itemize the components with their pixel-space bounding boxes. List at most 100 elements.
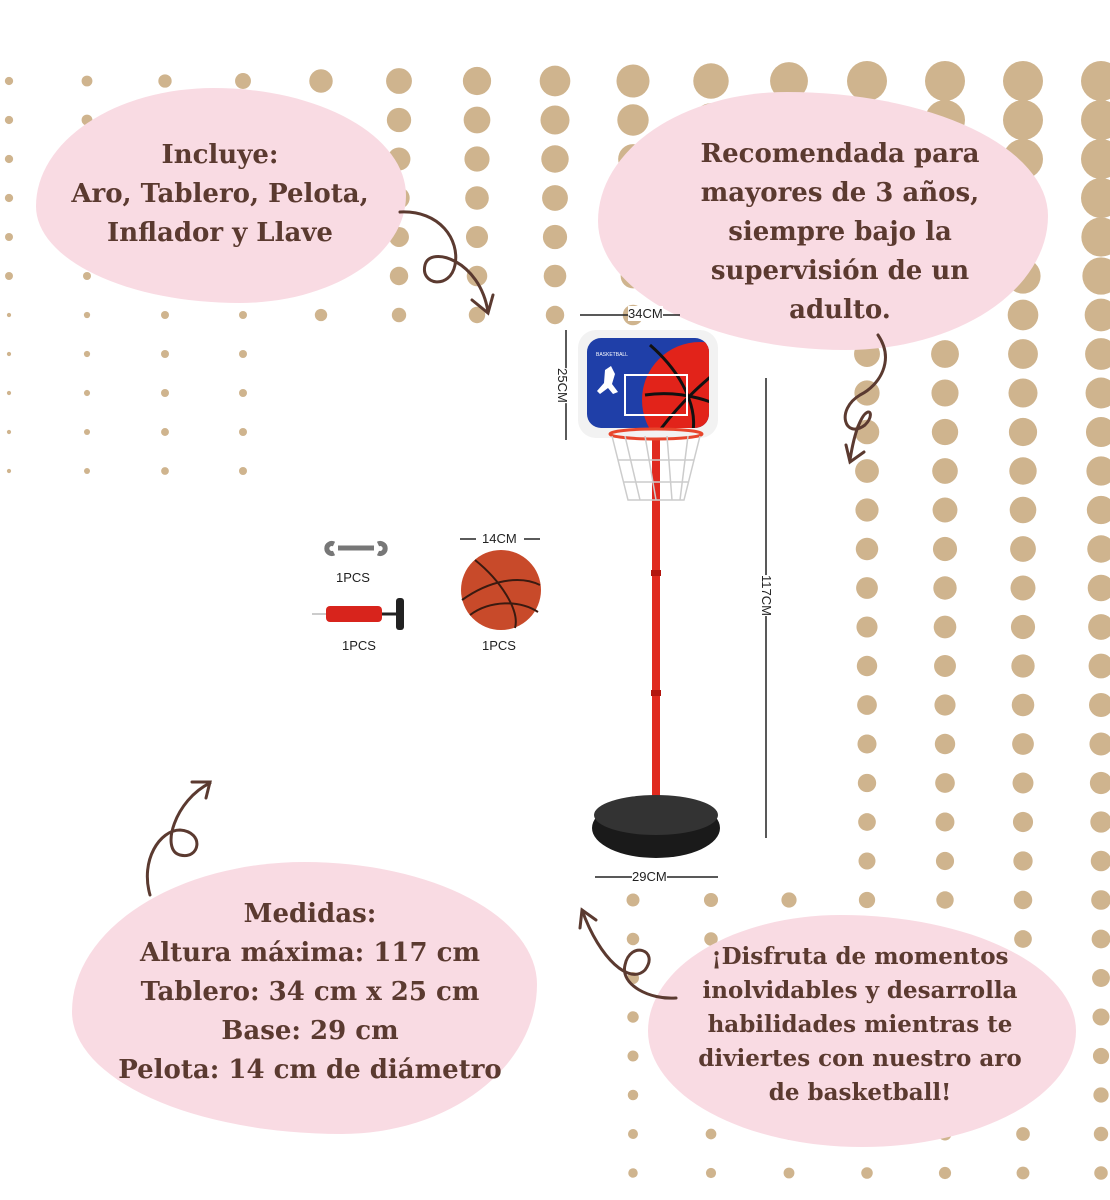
decorative-dot xyxy=(6,312,12,318)
decorative-dot xyxy=(935,812,955,832)
decorative-dot xyxy=(705,1128,717,1140)
backboard-width-label: 34CM xyxy=(628,306,663,321)
decorative-dot xyxy=(934,694,956,716)
decorative-dot xyxy=(83,350,91,358)
base-width-label: 29CM xyxy=(632,869,667,884)
decorative-dot xyxy=(1012,772,1034,794)
decorative-dot xyxy=(1008,339,1038,369)
decorative-dot xyxy=(1085,416,1110,448)
decorative-dot xyxy=(542,224,568,250)
decorative-dot xyxy=(386,107,412,133)
decorative-dot xyxy=(932,458,958,484)
decorative-dot xyxy=(6,468,12,474)
decorative-dot xyxy=(6,351,12,357)
decorative-dot xyxy=(931,379,959,407)
decorative-dot xyxy=(468,306,486,324)
measures-line: Base: 29 cm xyxy=(221,1016,399,1046)
decorative-dot xyxy=(857,695,877,715)
decorative-dot xyxy=(1009,496,1037,524)
decorative-dot xyxy=(781,892,797,908)
decorative-dot xyxy=(239,428,247,436)
age-line: Recomendada para xyxy=(700,139,980,169)
decorative-dot xyxy=(239,467,247,475)
decorative-dot xyxy=(627,1089,639,1101)
decorative-dot xyxy=(1082,257,1110,295)
decorative-dot xyxy=(1016,1166,1030,1180)
decorative-dot xyxy=(936,891,954,909)
enjoy-line: inolvidables y desarrolla xyxy=(702,977,1018,1004)
includes-blob xyxy=(36,88,406,303)
includes-line: Aro, Tablero, Pelota, xyxy=(71,179,369,209)
decorative-dot xyxy=(703,892,719,908)
decorative-dot xyxy=(1012,811,1034,833)
decorative-dot xyxy=(1003,100,1043,140)
pump-qty: 1PCS xyxy=(342,638,376,653)
age-blob xyxy=(598,92,1048,350)
decorative-dot xyxy=(83,272,91,280)
decorative-dot xyxy=(4,154,14,164)
curly-arrow-icon xyxy=(580,908,678,1000)
decorative-dot xyxy=(1084,298,1110,332)
decorative-dot xyxy=(1014,930,1032,948)
decorative-dot xyxy=(1089,732,1110,756)
decorative-dot xyxy=(933,615,957,639)
ball-icon xyxy=(461,550,541,630)
decorative-dot xyxy=(161,467,169,475)
age-text: Recomendada para mayores de 3 años, siem… xyxy=(620,135,1060,330)
decorative-dot xyxy=(309,69,333,93)
decorative-dot xyxy=(770,62,808,100)
enjoy-line: habilidades mientras te xyxy=(707,1011,1013,1038)
decorative-dot xyxy=(1007,299,1039,331)
decorative-dot xyxy=(465,186,489,210)
enjoy-line: de basketball! xyxy=(768,1079,952,1106)
decorative-dot xyxy=(627,1050,639,1062)
curly-arrow-icon xyxy=(843,333,887,462)
decorative-dot xyxy=(1011,693,1035,717)
decorative-dot xyxy=(1081,61,1110,101)
decorative-dot xyxy=(934,733,956,755)
decorative-dot xyxy=(1081,100,1110,140)
decorative-dot xyxy=(161,350,169,358)
decorative-dot xyxy=(1085,338,1110,370)
measures-text: Medidas: Altura máxima: 117 cm Tablero: … xyxy=(90,895,530,1090)
decorative-dot xyxy=(464,146,490,172)
decorative-dot xyxy=(84,468,90,474)
measures-line: Tablero: 34 cm x 25 cm xyxy=(140,977,480,1007)
decorative-dot xyxy=(1087,535,1110,563)
enjoy-blob xyxy=(648,915,1076,1147)
decorative-dot xyxy=(1010,536,1036,562)
decorative-dot xyxy=(239,350,247,358)
decorative-dot xyxy=(1090,811,1110,833)
decorative-dot xyxy=(541,145,569,173)
arrow-head-icon xyxy=(470,293,495,316)
decorative-dot xyxy=(858,891,876,909)
age-line: adulto. xyxy=(789,295,891,325)
ball-qty: 1PCS xyxy=(482,638,516,653)
decorative-dot xyxy=(1008,378,1038,408)
decorative-dot xyxy=(239,389,247,397)
enjoy-text: ¡Disfruta de momentos inolvidables y des… xyxy=(655,940,1065,1110)
curly-arrow-icon xyxy=(398,210,490,314)
includes-heading: Incluye: xyxy=(161,140,279,170)
decorative-dot xyxy=(161,311,169,319)
decorative-dot xyxy=(1087,574,1110,602)
decorative-dot xyxy=(466,265,488,287)
decorative-dot xyxy=(83,311,91,319)
decorative-dot xyxy=(1089,771,1110,795)
decorative-dot xyxy=(847,61,887,101)
decorative-dot xyxy=(1011,654,1035,678)
decorative-dot xyxy=(1088,653,1110,679)
decorative-dot xyxy=(5,233,13,241)
decorative-dot xyxy=(1092,969,1110,987)
measures-line: Altura máxima: 117 cm xyxy=(140,938,480,968)
decorative-dot xyxy=(543,264,567,288)
measures-heading: Medidas: xyxy=(243,899,377,929)
decorative-dot xyxy=(239,311,247,319)
decorative-dot xyxy=(1091,890,1110,910)
includes-text: Incluye: Aro, Tablero, Pelota, Inflador … xyxy=(50,136,390,253)
decorative-dot xyxy=(1092,1047,1110,1065)
decorative-dot xyxy=(858,852,876,870)
decorative-dot xyxy=(1081,178,1110,218)
decorative-dot xyxy=(1091,929,1110,949)
decorative-dot xyxy=(158,74,172,88)
